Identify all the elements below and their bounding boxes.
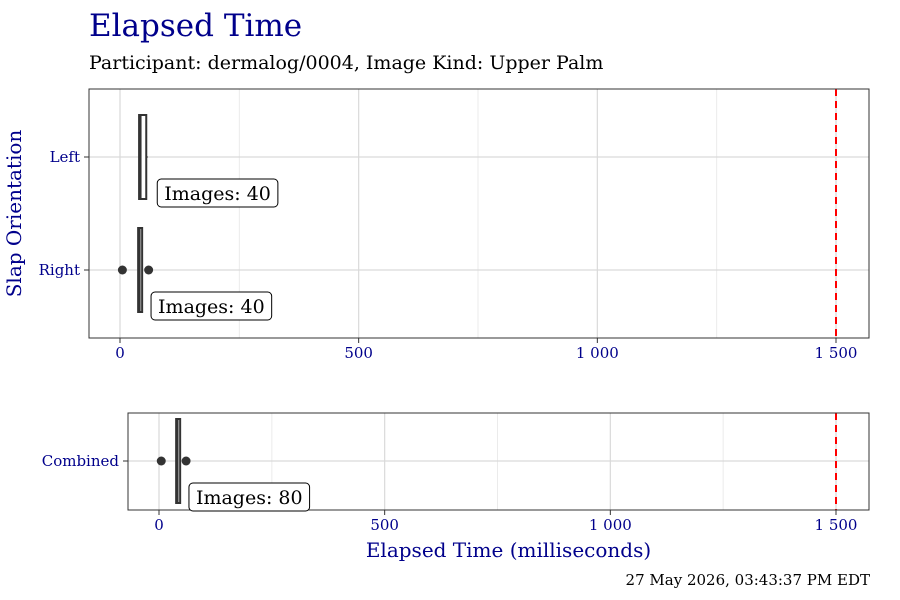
count-label: Images: 40 [158,296,265,318]
x-tick-label: 1 000 [576,344,619,362]
x-tick-label: 0 [115,344,125,362]
count-label: Images: 40 [164,183,271,205]
box-outlier [156,456,166,466]
x-tick-label: 1 000 [589,516,632,534]
count-label-box [150,291,273,321]
box-outlier [117,265,127,275]
x-tick-label: 500 [344,344,373,362]
chart-title: Elapsed Time [89,8,303,44]
box-left: Images: 40 [138,114,279,208]
x-axis-title: Elapsed Time (milliseconds) [366,538,651,562]
x-tick-label: 1 500 [815,516,858,534]
y-tick-label: Right [39,261,80,279]
panel-border [88,88,870,339]
generated-timestamp: 27 May 2026, 03:43:37 PM EDT [625,571,870,589]
box-outlier [181,456,191,466]
count-label-box [156,178,279,208]
x-tick-label: 500 [370,516,399,534]
x-tick-label: 1 500 [815,344,858,362]
box-outlier [144,265,154,275]
box-combined: Images: 80 [156,418,311,512]
y-tick-label: Combined [42,452,120,470]
box-right: Images: 40 [117,227,273,321]
count-label-box [188,482,311,512]
x-tick-label: 0 [154,516,164,534]
count-label: Images: 80 [196,487,303,509]
y-axis-title: Slap Orientation [2,130,26,298]
y-tick-label: Left [50,148,80,166]
chart-subtitle: Participant: dermalog/0004, Image Kind: … [89,52,604,74]
